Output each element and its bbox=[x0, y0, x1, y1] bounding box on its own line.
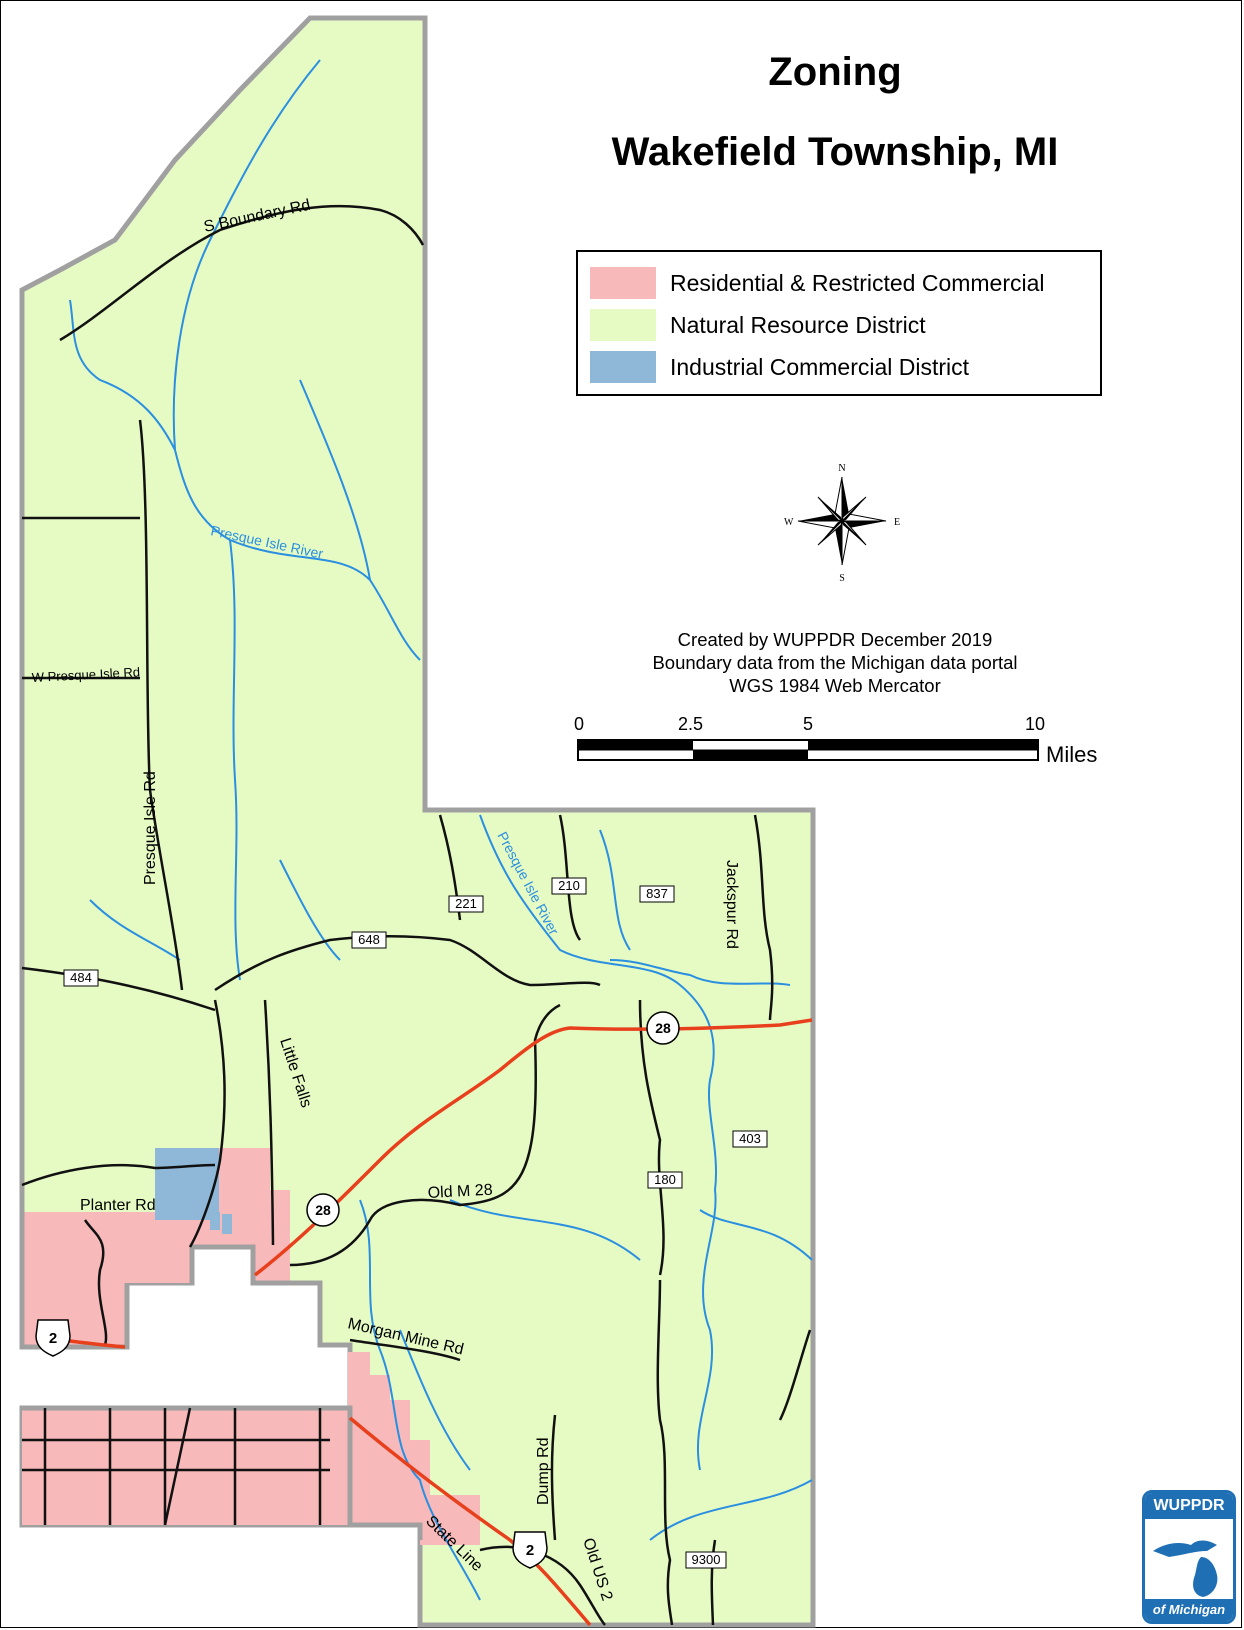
credit-line-1: Created by WUPPDR December 2019 bbox=[677, 629, 993, 650]
map-credits: Created by WUPPDR December 2019 Boundary… bbox=[560, 628, 1110, 697]
michigan-icon bbox=[1153, 1540, 1218, 1597]
legend-swatch-natural bbox=[590, 309, 656, 341]
shield-us2-east: 2 bbox=[512, 1531, 548, 1569]
wuppdr-logo: WUPPDR of Michigan bbox=[1142, 1490, 1236, 1624]
shield-180: 180 bbox=[647, 1171, 683, 1189]
road-label-w-presque-isle: W Presque Isle Rd bbox=[31, 664, 140, 685]
scale-tick-0: 0 bbox=[574, 714, 585, 734]
map-subtitle: Wakefield Township, MI bbox=[611, 130, 1059, 174]
legend-swatch-industrial bbox=[590, 351, 656, 383]
svg-text:484: 484 bbox=[70, 970, 92, 985]
us2-shields: 2 2 bbox=[35, 1319, 548, 1569]
scale-bar bbox=[577, 739, 1039, 761]
scale-unit: Miles bbox=[1046, 742, 1098, 767]
shield-m28-west: 28 bbox=[306, 1193, 340, 1227]
logo-bottom-text: of Michigan bbox=[1145, 1599, 1233, 1621]
residential-zone-outline bbox=[19, 1212, 423, 1540]
scale-tick-5: 5 bbox=[803, 714, 814, 734]
svg-text:2: 2 bbox=[49, 1330, 57, 1347]
legend-item-residential: Residential & Restricted Commercial bbox=[590, 266, 1045, 300]
roads bbox=[21, 204, 812, 1626]
compass-rose: N S E W bbox=[784, 463, 900, 584]
credit-line-3: WGS 1984 Web Mercator bbox=[729, 675, 941, 696]
svg-text:648: 648 bbox=[358, 932, 380, 947]
compass-s: S bbox=[839, 573, 845, 584]
svg-text:9300: 9300 bbox=[692, 1552, 721, 1567]
legend-label: Natural Resource District bbox=[670, 311, 926, 338]
svg-text:28: 28 bbox=[315, 1202, 331, 1218]
svg-text:221: 221 bbox=[455, 896, 477, 911]
compass-w: W bbox=[784, 517, 794, 528]
svg-text:2: 2 bbox=[526, 1542, 534, 1559]
residential-zones bbox=[22, 1148, 480, 1545]
legend-item-industrial: Industrial Commercial District bbox=[590, 350, 969, 384]
logo-top-text: WUPPDR bbox=[1145, 1493, 1233, 1519]
scale-tick-10: 10 bbox=[1025, 714, 1046, 734]
shield-403: 403 bbox=[732, 1130, 768, 1148]
svg-text:210: 210 bbox=[558, 878, 580, 893]
shield-221: 221 bbox=[448, 895, 484, 913]
shield-484: 484 bbox=[63, 969, 99, 987]
rivers bbox=[69, 59, 813, 1601]
shield-837: 837 bbox=[639, 885, 675, 903]
road-label-jackspur: Jackspur Rd bbox=[723, 860, 740, 949]
legend: Residential & Restricted Commercial Natu… bbox=[576, 250, 1102, 396]
map-title: Zoning bbox=[768, 50, 902, 94]
road-label-dump: Dump Rd bbox=[535, 1437, 552, 1505]
credit-line-2: Boundary data from the Michigan data por… bbox=[652, 652, 1018, 673]
svg-text:837: 837 bbox=[646, 886, 668, 901]
road-label-old-m28: Old M 28 bbox=[427, 1182, 493, 1202]
county-road-shields: 484 648 221 210 837 403 180 9300 bbox=[63, 877, 768, 1569]
m28-shields: 28 28 bbox=[306, 1011, 680, 1227]
compass-n: N bbox=[838, 463, 845, 474]
svg-text:28: 28 bbox=[655, 1020, 671, 1036]
shield-m28-east: 28 bbox=[646, 1011, 680, 1045]
legend-item-natural: Natural Resource District bbox=[590, 308, 926, 342]
legend-swatch-residential bbox=[590, 267, 656, 299]
shield-us2-west: 2 bbox=[35, 1319, 71, 1357]
shield-210: 210 bbox=[551, 877, 587, 895]
shield-9300: 9300 bbox=[685, 1551, 727, 1569]
legend-label: Industrial Commercial District bbox=[670, 353, 970, 380]
svg-text:180: 180 bbox=[654, 1172, 676, 1187]
compass-e: E bbox=[894, 517, 900, 528]
svg-text:403: 403 bbox=[739, 1131, 761, 1146]
shield-648: 648 bbox=[351, 931, 387, 949]
legend-label: Residential & Restricted Commercial bbox=[670, 269, 1045, 296]
road-label-planter: Planter Rd bbox=[80, 1197, 156, 1214]
scale-tick-2-5: 2.5 bbox=[678, 714, 704, 734]
road-label-presque-isle: Presque Isle Rd bbox=[142, 771, 159, 885]
